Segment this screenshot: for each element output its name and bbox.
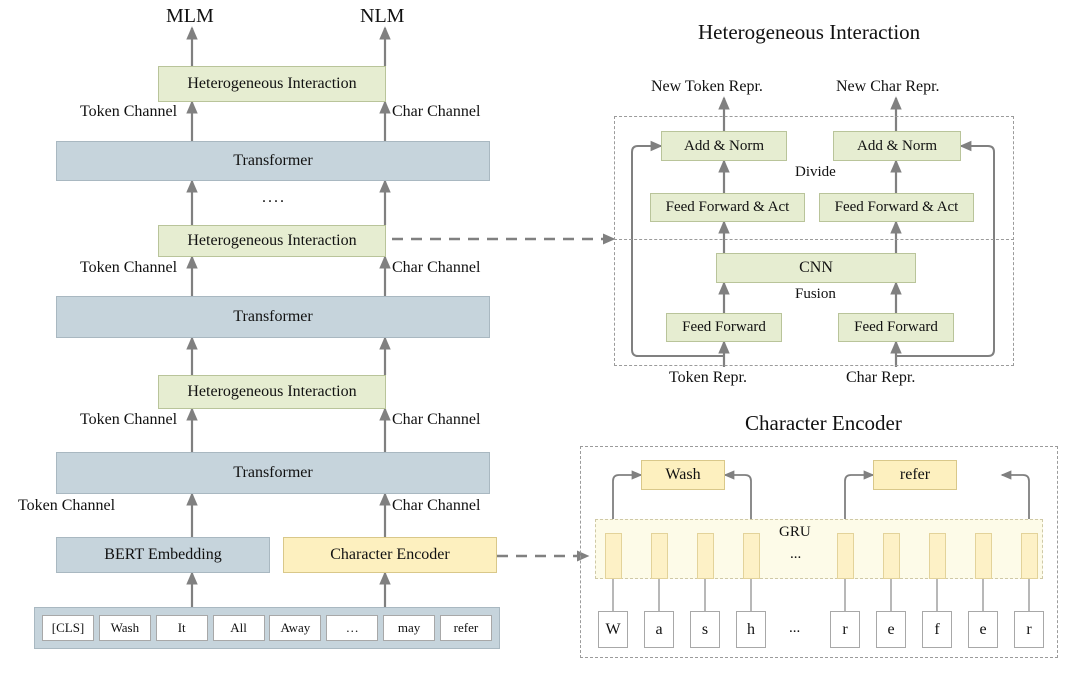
transformer-block-1[interactable]: Transformer bbox=[56, 452, 490, 494]
char-encoder-panel-border bbox=[580, 446, 1058, 658]
hetero-input-left-label: Token Repr. bbox=[669, 369, 747, 386]
token-chip[interactable]: Wash bbox=[98, 615, 151, 641]
char-box[interactable]: f bbox=[922, 611, 952, 648]
hetero-panel-border bbox=[614, 116, 1014, 366]
hetero-input-right-label: Char Repr. bbox=[846, 369, 916, 386]
ffn-act-right[interactable]: Feed Forward & Act bbox=[819, 193, 974, 222]
character-encoder-block[interactable]: Character Encoder bbox=[283, 537, 497, 573]
gru-gap-ellipsis: ... bbox=[790, 546, 802, 562]
gru-cell[interactable] bbox=[929, 533, 946, 579]
token-channel-label-3: Token Channel bbox=[80, 103, 178, 120]
ff-left[interactable]: Feed Forward bbox=[666, 313, 782, 342]
char-channel-label-2: Char Channel bbox=[392, 259, 481, 276]
word-output-wash[interactable]: Wash bbox=[641, 460, 725, 490]
gru-cell[interactable] bbox=[697, 533, 714, 579]
char-box[interactable]: r bbox=[830, 611, 860, 648]
gru-label: GRU bbox=[779, 524, 811, 540]
ffn-act-left[interactable]: Feed Forward & Act bbox=[650, 193, 805, 222]
char-box[interactable]: h bbox=[736, 611, 766, 648]
char-gap-ellipsis: ... bbox=[789, 620, 801, 636]
transformer-block-2[interactable]: Transformer bbox=[56, 296, 490, 338]
hetero-panel-title: Heterogeneous Interaction bbox=[698, 20, 921, 44]
gru-cell[interactable] bbox=[883, 533, 900, 579]
hetero-interaction-block-low[interactable]: Heterogeneous Interaction bbox=[158, 375, 386, 409]
token-chip[interactable]: may bbox=[383, 615, 436, 641]
word-output-refer[interactable]: refer bbox=[873, 460, 957, 490]
char-box[interactable]: r bbox=[1014, 611, 1044, 648]
stack-ellipsis: .... bbox=[262, 189, 286, 206]
add-norm-left[interactable]: Add & Norm bbox=[661, 131, 787, 161]
hetero-output-right-label: New Char Repr. bbox=[836, 78, 940, 95]
output-label-nlm: NLM bbox=[360, 5, 405, 27]
output-label-mlm: MLM bbox=[166, 5, 214, 27]
gru-cell[interactable] bbox=[837, 533, 854, 579]
token-chip[interactable]: Away bbox=[269, 615, 322, 641]
gru-region bbox=[595, 519, 1043, 579]
char-channel-label-3: Char Channel bbox=[392, 103, 481, 120]
token-chip[interactable]: … bbox=[326, 615, 379, 641]
token-chip[interactable]: refer bbox=[439, 615, 492, 641]
token-chip[interactable]: [CLS] bbox=[42, 615, 94, 641]
char-box[interactable]: a bbox=[644, 611, 674, 648]
hetero-interaction-block-mid[interactable]: Heterogeneous Interaction bbox=[158, 225, 386, 257]
fusion-label: Fusion bbox=[795, 286, 836, 302]
ff-right[interactable]: Feed Forward bbox=[838, 313, 954, 342]
hetero-interaction-block-top[interactable]: Heterogeneous Interaction bbox=[158, 66, 386, 102]
gru-cell[interactable] bbox=[651, 533, 668, 579]
char-box[interactable]: s bbox=[690, 611, 720, 648]
token-chip[interactable]: All bbox=[212, 615, 265, 641]
char-channel-label-1: Char Channel bbox=[392, 411, 481, 428]
char-box[interactable]: e bbox=[876, 611, 906, 648]
token-channel-label-2: Token Channel bbox=[80, 259, 178, 276]
char-channel-label-0: Char Channel bbox=[392, 497, 481, 514]
char-box[interactable]: W bbox=[598, 611, 628, 648]
token-chip[interactable]: It bbox=[155, 615, 208, 641]
token-channel-label-0: Token Channel bbox=[18, 497, 116, 514]
hetero-panel-divider bbox=[614, 239, 1014, 240]
char-encoder-panel-title: Character Encoder bbox=[745, 411, 902, 435]
bert-embedding-block[interactable]: BERT Embedding bbox=[56, 537, 270, 573]
hetero-output-left-label: New Token Repr. bbox=[651, 78, 763, 95]
gru-cell[interactable] bbox=[605, 533, 622, 579]
add-norm-right[interactable]: Add & Norm bbox=[833, 131, 961, 161]
divide-label: Divide bbox=[795, 164, 836, 180]
token-channel-label-1: Token Channel bbox=[80, 411, 178, 428]
char-box[interactable]: e bbox=[968, 611, 998, 648]
input-token-list: [CLS] Wash It All Away … may refer bbox=[34, 607, 500, 649]
gru-cell[interactable] bbox=[1021, 533, 1038, 579]
cnn-block[interactable]: CNN bbox=[716, 253, 916, 283]
gru-cell[interactable] bbox=[743, 533, 760, 579]
transformer-block-4[interactable]: Transformer bbox=[56, 141, 490, 181]
gru-cell[interactable] bbox=[975, 533, 992, 579]
